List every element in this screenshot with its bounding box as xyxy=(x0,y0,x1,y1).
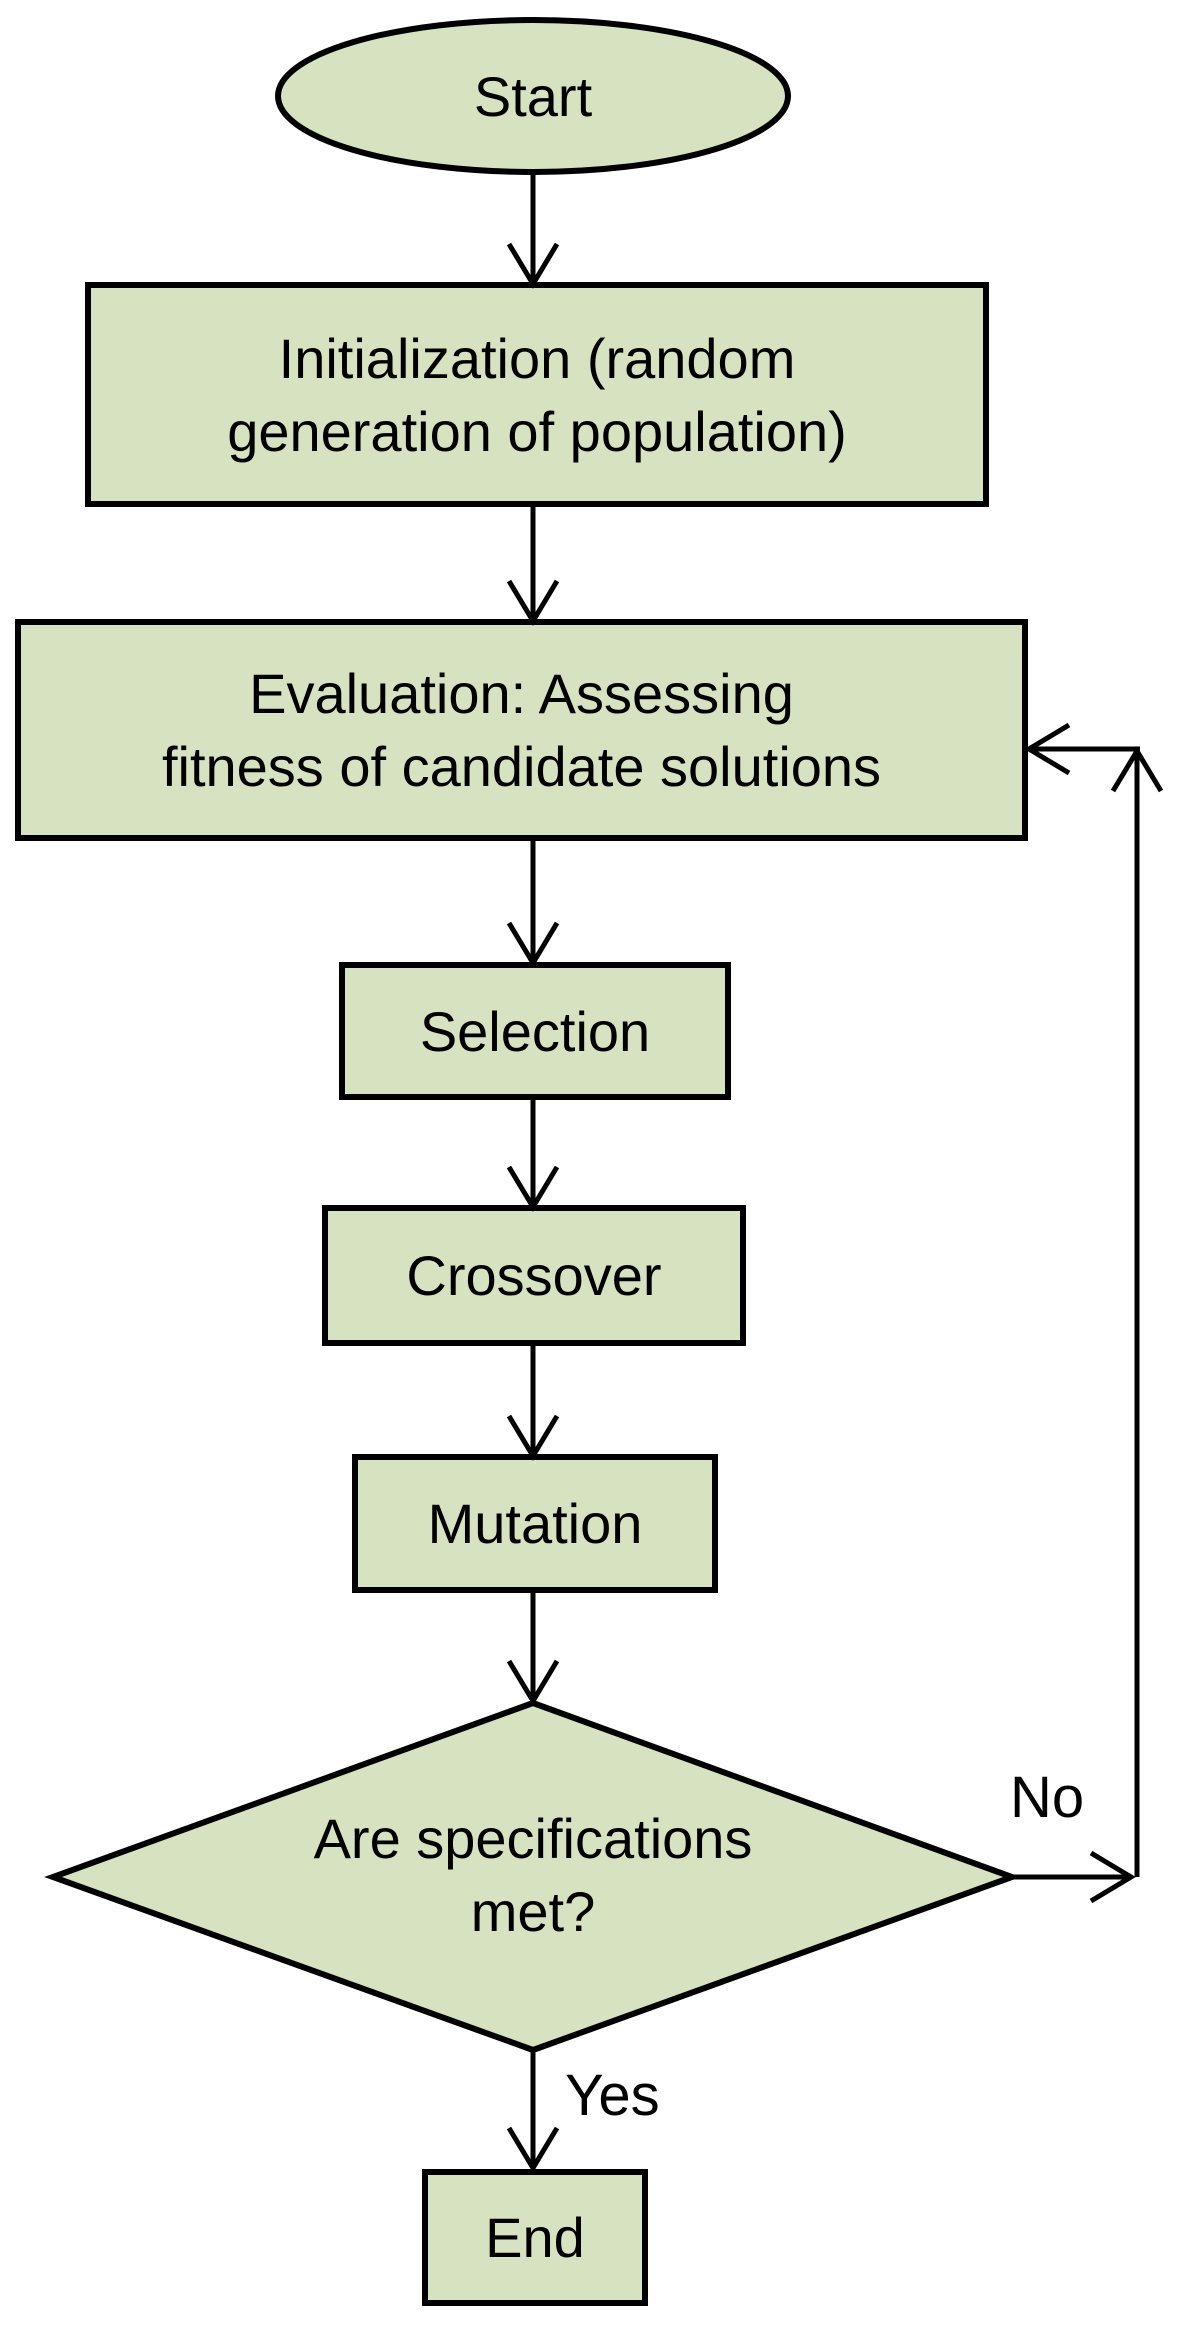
crossover-process-shape xyxy=(322,1205,746,1346)
arrow-decision-no-right-segment xyxy=(1012,1850,1136,1904)
arrow-mutation-to-decision xyxy=(506,1590,560,1706)
arrow-evaluation-to-selection xyxy=(506,838,560,968)
arrow-selection-to-crossover xyxy=(506,1097,560,1212)
arrow-no-vertical-segment xyxy=(1110,746,1164,1877)
arrow-initialization-to-evaluation xyxy=(506,504,560,626)
initialization-process-shape xyxy=(85,282,989,507)
arrow-no-into-evaluation xyxy=(1024,722,1140,776)
mutation-process-shape xyxy=(352,1454,718,1593)
decision-diamond-shape xyxy=(44,1699,1021,2054)
arrow-decision-to-end-yes xyxy=(506,2050,560,2173)
start-terminator-shape xyxy=(275,17,791,175)
arrow-crossover-to-mutation xyxy=(506,1343,560,1461)
end-process-shape xyxy=(422,2169,648,2306)
arrow-start-to-initialization xyxy=(506,172,560,289)
evaluation-process-shape xyxy=(15,619,1028,841)
selection-process-shape xyxy=(339,962,731,1100)
